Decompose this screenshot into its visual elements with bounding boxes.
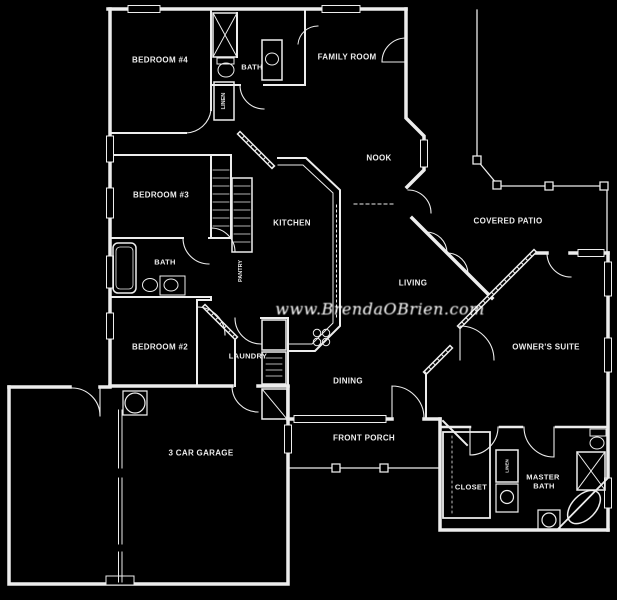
room-label-family-room: FAMILY ROOM [317, 52, 377, 62]
shower-icon [213, 13, 237, 57]
linen-cabinet [496, 450, 518, 482]
garage-divider-wall [119, 410, 123, 582]
room-label-bedroom4: BEDROOM #4 [132, 55, 188, 65]
linen-cabinet [214, 82, 234, 120]
room-label-bath-hall: BATH [154, 257, 176, 267]
room-label-master-bath-line2: BATH [533, 481, 555, 491]
room-label-garage: 3 CAR GARAGE [168, 448, 234, 458]
room-label-bedroom3: BEDROOM #3 [133, 190, 189, 200]
room-label-owners-suite: OWNER'S SUITE [512, 342, 580, 352]
water-heater-icon [262, 389, 287, 419]
porch-boundary [290, 464, 438, 472]
room-label-nook: NOOK [366, 153, 392, 163]
room-label-linen-hall: LINEN [221, 92, 227, 110]
room-label-bath-top: BATH [241, 62, 263, 72]
room-label-living: LIVING [398, 278, 428, 288]
sink-icon [538, 510, 560, 530]
vanity-sink-icon [496, 484, 518, 512]
toilet-icon [160, 276, 185, 295]
room-label-master-bath-line1: MASTER [526, 472, 560, 482]
pedestal-sink-icon [143, 279, 158, 292]
toilet-icon [217, 58, 234, 77]
room-label-covered-patio: COVERED PATIO [473, 216, 543, 226]
doors [72, 38, 571, 457]
stove-icon [313, 329, 329, 345]
windows [106, 6, 612, 586]
angled-walls [205, 134, 534, 372]
pantry-shelves [213, 170, 252, 252]
fireplace-niche [298, 26, 318, 44]
watermark: www.BrendaOBrien.com [275, 299, 485, 319]
washer-dryer-icon [262, 320, 286, 384]
sink-icon [262, 40, 282, 80]
room-label-kitchen: KITCHEN [273, 218, 311, 228]
room-label-front-porch: FRONT PORCH [333, 433, 395, 443]
toilet-icon [590, 429, 606, 449]
room-label-bedroom2: BEDROOM #2 [132, 342, 188, 352]
kitchen-counter [278, 158, 396, 351]
closet-walls [443, 432, 490, 518]
bathtub-icon [113, 243, 136, 293]
room-label-linen-master: LINEN [504, 459, 510, 473]
room-label-closet: CLOSET [454, 482, 488, 492]
interior-walls [110, 9, 608, 445]
room-label-dining: DINING [333, 376, 363, 386]
room-label-laundry: LAUNDRY [228, 351, 268, 361]
water-softener-icon [123, 391, 147, 415]
room-label-pantry: PANTRY [238, 260, 244, 282]
bathtub-icon [557, 478, 608, 530]
patio-boundary [473, 10, 608, 251]
